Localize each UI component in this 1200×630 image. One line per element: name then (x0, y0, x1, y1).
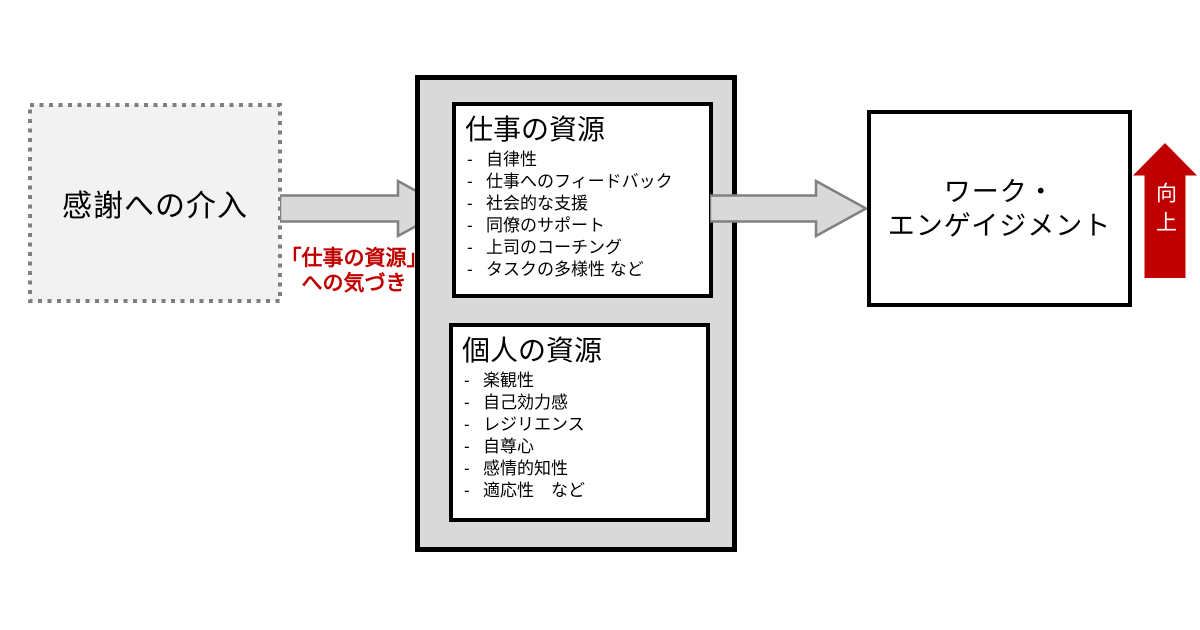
bullet-dash: - (464, 415, 470, 434)
list-item: -自己効力感 (462, 392, 700, 414)
personal-resources-box: 個人の資源 -楽観性-自己効力感-レジリエンス-自尊心-感情的知性-適応性 など (449, 323, 710, 522)
bullet-dash: - (467, 260, 473, 279)
list-item-label: レジリエンス (483, 415, 585, 434)
job-resources-list: -自律性-仕事へのフィードバック-社会的な支援-同僚のサポート-上司のコーチング… (465, 149, 703, 281)
list-item-label: 自律性 (486, 150, 537, 169)
up-arrow-icon (1133, 143, 1197, 278)
bullet-dash: - (464, 459, 470, 478)
bullet-dash: - (464, 481, 470, 500)
bullet-dash: - (464, 393, 470, 412)
dotted-border (28, 103, 282, 303)
list-item-label: タスクの多様性 など (486, 260, 644, 279)
improvement-arrow: 向上 (1133, 143, 1197, 278)
awareness-note: 「仕事の資源」 への気づき (268, 246, 440, 296)
list-item: -楽観性 (462, 370, 700, 392)
list-item: -自尊心 (462, 436, 700, 458)
list-item-label: 社会的な支援 (486, 194, 588, 213)
list-item: -仕事へのフィードバック (465, 171, 703, 193)
list-item-label: 自己効力感 (483, 393, 568, 412)
bullet-dash: - (467, 238, 473, 257)
bullet-dash: - (464, 437, 470, 456)
outcome-label-line1: ワーク・ (943, 176, 1056, 207)
list-item-label: 自尊心 (483, 437, 534, 456)
list-item: -感情的知性 (462, 458, 700, 480)
bullet-dash: - (467, 194, 473, 213)
list-item-label: 適応性 など (483, 481, 585, 500)
list-item-label: 感情的知性 (483, 459, 568, 478)
list-item-label: 仕事へのフィードバック (486, 172, 673, 191)
bullet-dash: - (464, 371, 470, 390)
list-item-label: 同僚のサポート (486, 216, 605, 235)
bullet-dash: - (467, 150, 473, 169)
list-item: -レジリエンス (462, 414, 700, 436)
list-item: -同僚のサポート (465, 215, 703, 237)
awareness-note-line2: への気づき (301, 272, 407, 295)
list-item: -適応性 など (462, 480, 700, 502)
bullet-dash: - (467, 172, 473, 191)
job-resources-title: 仕事の資源 (465, 114, 606, 145)
awareness-note-line1: 「仕事の資源」 (280, 247, 428, 270)
list-item: -タスクの多様性 など (465, 259, 703, 281)
list-item-label: 上司のコーチング (486, 238, 622, 257)
bullet-dash: - (467, 216, 473, 235)
outcome-box: ワーク・ エンゲイジメント (867, 110, 1132, 307)
right-arrow-icon (710, 178, 869, 239)
list-item: -社会的な支援 (465, 193, 703, 215)
list-item: -自律性 (465, 149, 703, 171)
outcome-label-line2: エンゲイジメント (887, 210, 1112, 241)
intervention-label: 感謝への介入 (62, 190, 248, 223)
personal-resources-title: 個人の資源 (462, 335, 603, 366)
improvement-label: 向上 (1153, 182, 1177, 240)
list-item-label: 楽観性 (483, 371, 534, 390)
job-resources-box: 仕事の資源 -自律性-仕事へのフィードバック-社会的な支援-同僚のサポート-上司… (452, 102, 713, 298)
intervention-box: 感謝への介入 (28, 103, 282, 303)
list-item: -上司のコーチング (465, 237, 703, 259)
personal-resources-list: -楽観性-自己効力感-レジリエンス-自尊心-感情的知性-適応性 など (462, 370, 700, 502)
